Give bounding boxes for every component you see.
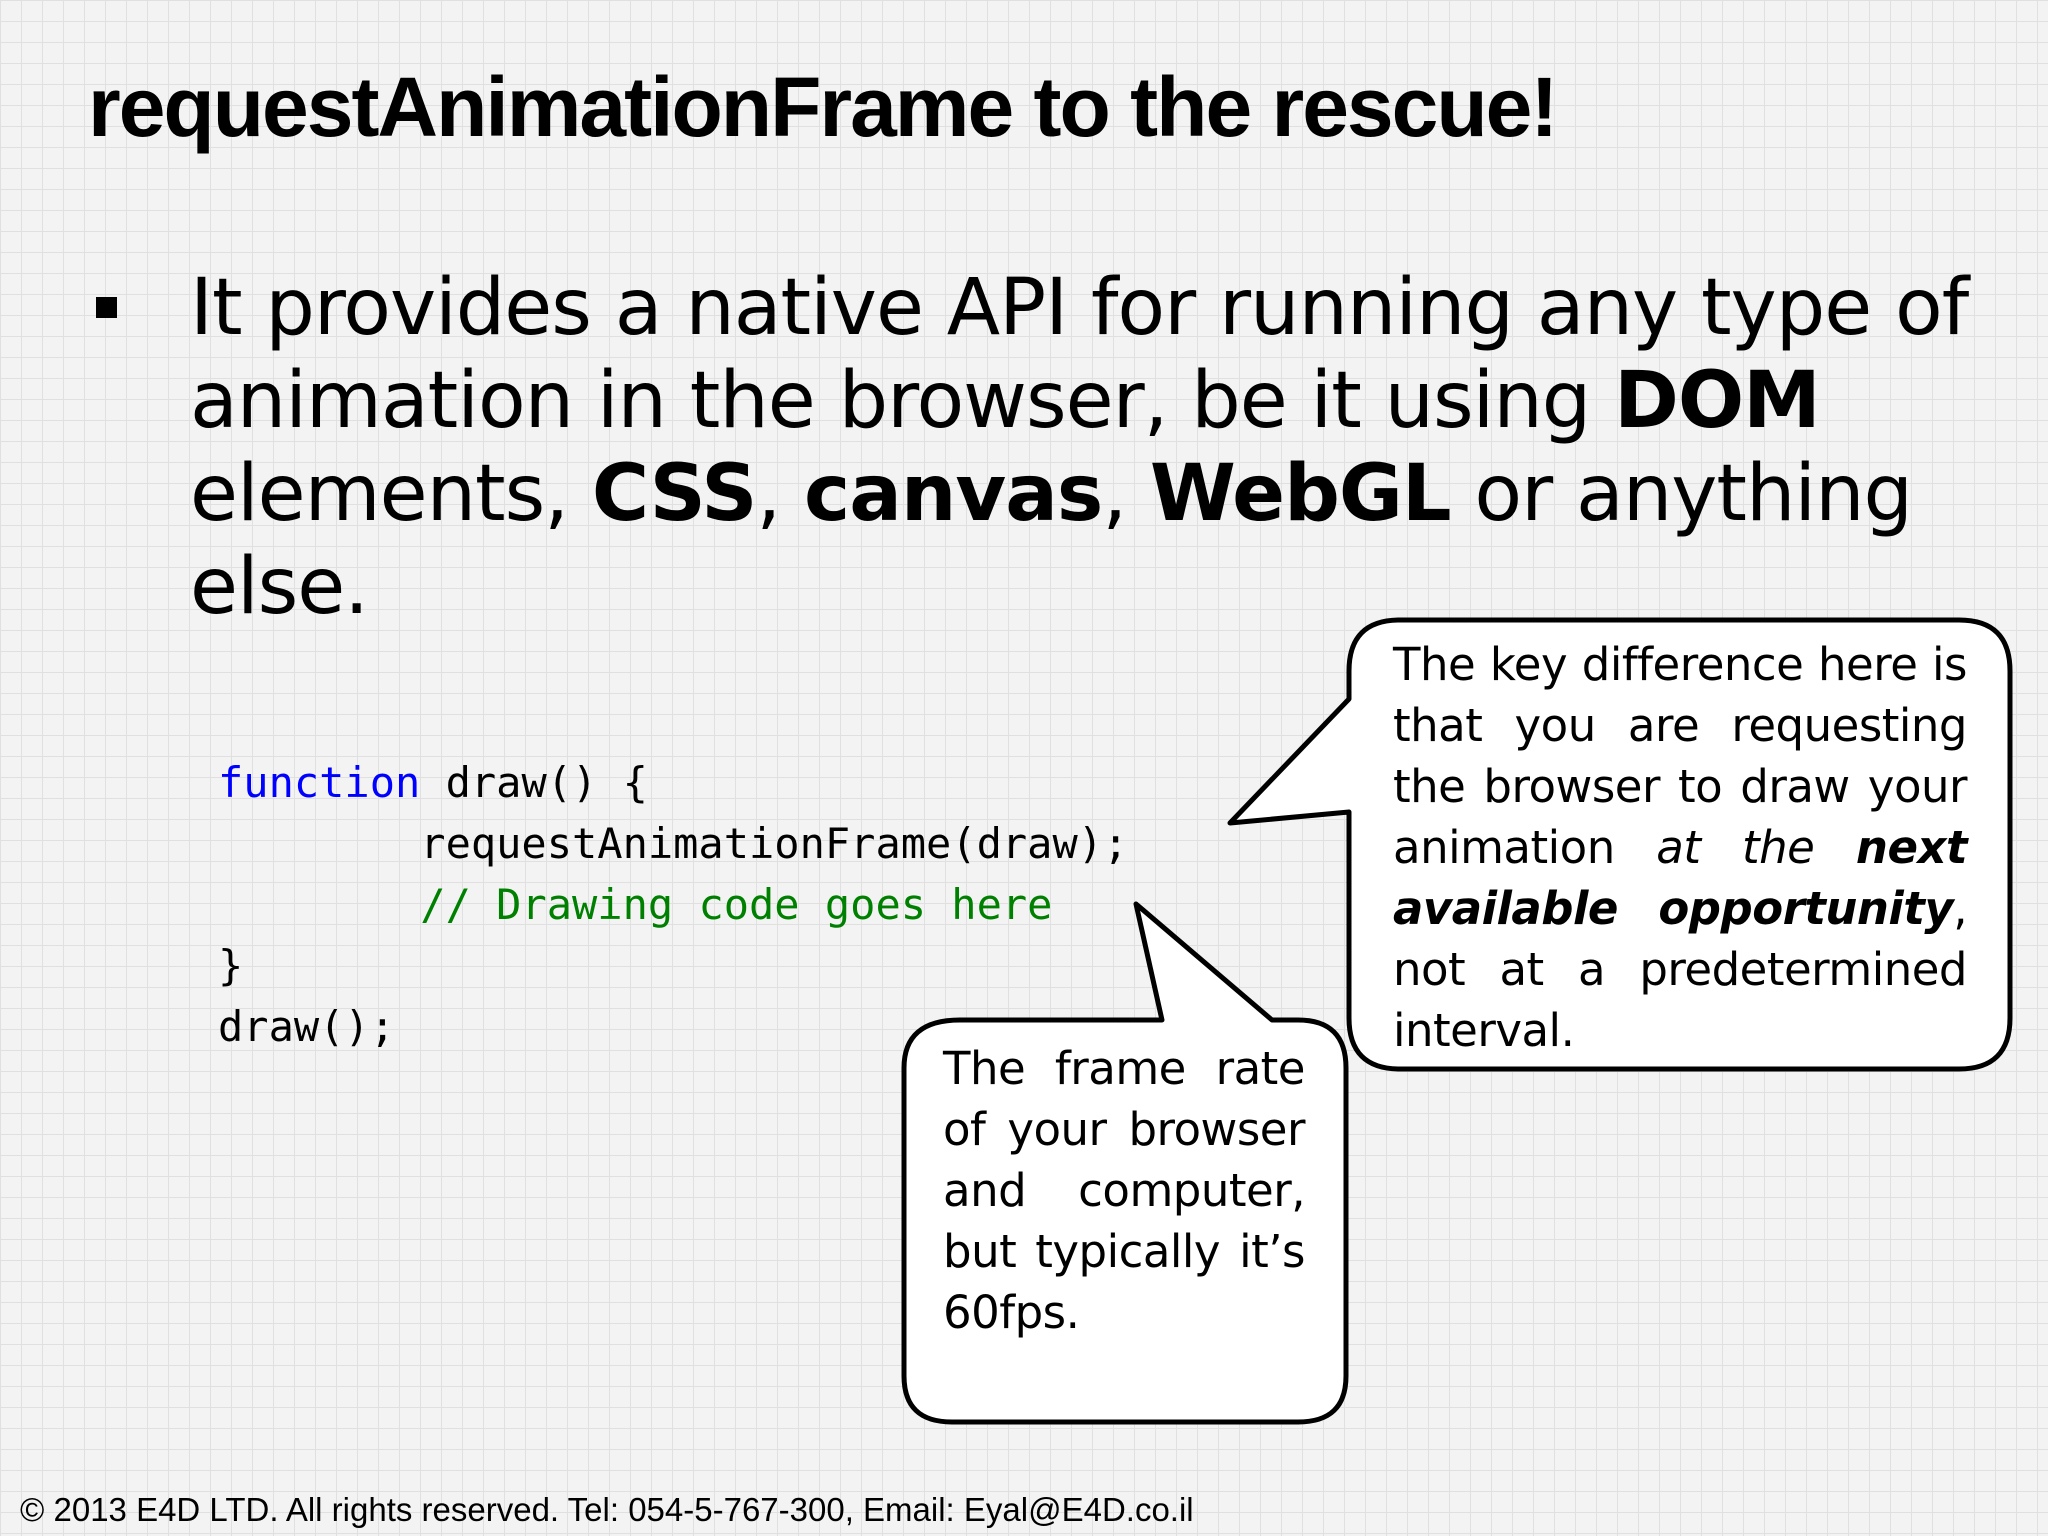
- callout-right-space: [1814, 821, 1856, 874]
- bullet-text: It provides a native API for running any…: [190, 262, 1990, 634]
- bullet-text-part2: elements,: [190, 449, 592, 539]
- footer-copyright: © 2013 E4D LTD. All rights reserved. Tel…: [20, 1491, 1194, 1528]
- code-line4: }: [218, 941, 244, 990]
- bullet-comma: ,: [756, 449, 805, 539]
- callout-right-text1: The key difference here is that you are …: [1393, 638, 1968, 874]
- callout-right-bubble: [1227, 617, 2013, 1072]
- bullet-text-part3: or anything else.: [190, 449, 1913, 632]
- code-keyword-function: function: [218, 758, 421, 807]
- callout-bottom-text: The frame rate of your browser and compu…: [943, 1042, 1306, 1339]
- bullet-canvas: canvas: [804, 449, 1103, 539]
- bullet-dom: DOM: [1614, 356, 1821, 446]
- code-line1: draw() {: [420, 758, 648, 807]
- bullet-css: CSS: [591, 449, 758, 539]
- callout-right-text2: , not at a predetermined interval.: [1393, 882, 1968, 1057]
- code-line2: requestAnimationFrame(draw);: [218, 819, 1129, 868]
- slide-title: requestAnimationFrame to the rescue!: [88, 60, 1558, 154]
- code-line5: draw();: [218, 1002, 396, 1051]
- bullet-square-icon: [96, 297, 117, 318]
- bullet-comma: ,: [1102, 449, 1150, 539]
- callout-right-italic: at the: [1656, 821, 1815, 874]
- callout-right-text: The key difference here is that you are …: [1393, 634, 1968, 1061]
- bullet-webgl: WebGL: [1149, 449, 1452, 539]
- callout-bottom-bubble: [901, 901, 1349, 1425]
- bullet-text-part1: It provides a native API for running any…: [190, 263, 1969, 446]
- code-comment: // Drawing code goes here: [420, 880, 1053, 929]
- callout-right-bold-italic: next available opportunity: [1393, 821, 1968, 935]
- code-block: function draw() { requestAnimationFrame(…: [218, 752, 1128, 1057]
